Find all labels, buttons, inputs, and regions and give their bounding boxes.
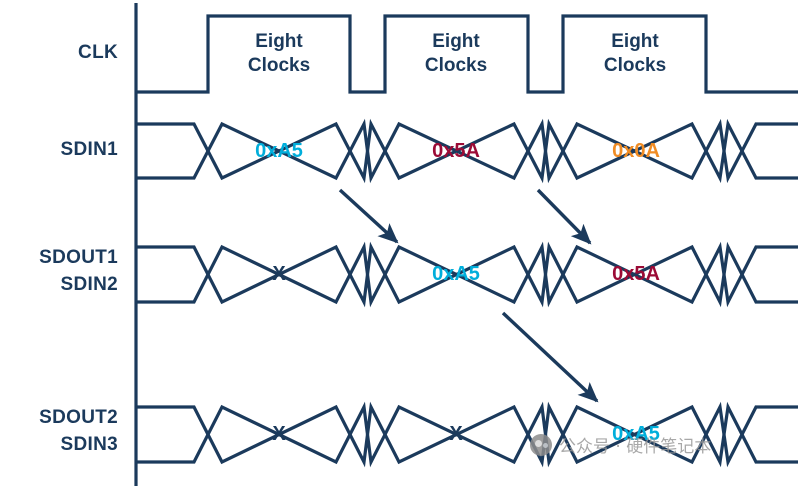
signal-label-sdin2: SDIN2 bbox=[60, 274, 118, 295]
bus-value-sdout1-1: X bbox=[272, 263, 286, 285]
bus-value-sdout1-3: 0x5A bbox=[612, 263, 660, 285]
bus-edge-bottom bbox=[136, 118, 798, 184]
signal-label-clk: CLK bbox=[78, 42, 118, 63]
watermark: 公众号 · 硬件笔记本 bbox=[530, 432, 711, 457]
avatar-icon bbox=[530, 433, 552, 456]
arrow-sdin1-to-sdout1-a5 bbox=[338, 188, 399, 244]
bus-value-sdin1-2: 0x5A bbox=[432, 140, 480, 162]
arrow-sdin1-to-sdout1-5a bbox=[536, 188, 592, 245]
bus-edge-bottom bbox=[136, 241, 798, 308]
bus-value-sdin1-1: 0xA5 bbox=[255, 140, 303, 162]
bus-value-sdout1-2: 0xA5 bbox=[432, 263, 480, 285]
bus-trace-sdout1-sdin2 bbox=[136, 241, 798, 308]
bus-value-sdout2-1: X bbox=[272, 423, 286, 445]
clock-annotation-1: Eight Clocks bbox=[247, 31, 311, 76]
bus-value-sdin1-3: 0x0A bbox=[612, 140, 660, 162]
clock-annotation-3: Eight Clocks bbox=[603, 31, 667, 76]
bus-trace-sdout2-sdin3 bbox=[136, 401, 798, 468]
signal-label-sdin3: SDIN3 bbox=[60, 434, 118, 455]
watermark-text: 公众号 · 硬件笔记本 bbox=[559, 437, 712, 457]
signal-label-sdin1: SDIN1 bbox=[60, 139, 118, 160]
bus-value-sdout2-2: X bbox=[449, 423, 463, 445]
signal-label-sdout2: SDOUT2 bbox=[39, 407, 118, 428]
bus-value-sdout2-3: 0xA5 bbox=[612, 423, 660, 445]
clk-waveform bbox=[136, 14, 798, 94]
arrow-sdout1-to-sdout2-a5 bbox=[501, 311, 599, 403]
bus-edge-bottom bbox=[136, 401, 798, 468]
clock-annotation-2: Eight Clocks bbox=[424, 31, 488, 76]
signal-label-sdout1: SDOUT1 bbox=[39, 247, 118, 268]
bus-trace-sdin1 bbox=[136, 118, 798, 184]
